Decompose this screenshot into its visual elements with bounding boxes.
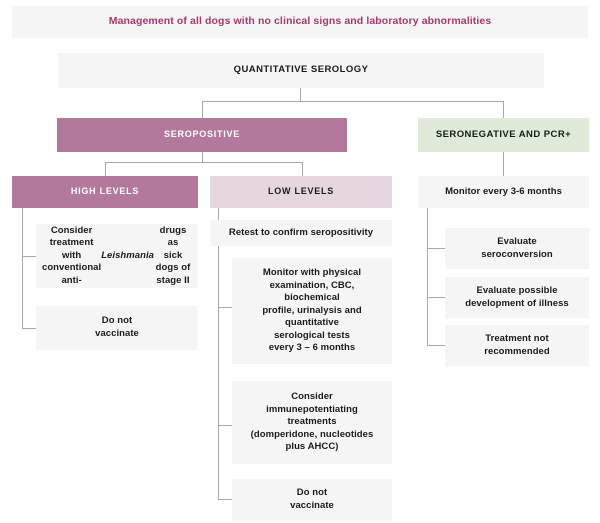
node-seronegative-pcr: SERONEGATIVE AND PCR+ (418, 118, 589, 152)
connector-to-seropositive (202, 101, 203, 118)
connector-low-stub-3 (218, 499, 232, 500)
node-monitor-every-3-6-months: Monitor every 3-6 months (418, 176, 589, 208)
connector-low-stub-1 (218, 307, 232, 308)
node-low-retest-seropositivity: Retest to confirm seropositivity (210, 220, 392, 246)
connector-root-bar (202, 101, 504, 102)
connector-to-high-levels (105, 162, 106, 176)
connector-negative-stub-2 (427, 297, 445, 298)
connector-low-spine (218, 246, 219, 499)
node-high-do-not-vaccinate: Do not vaccinate (36, 306, 198, 350)
connector-root-stem (300, 88, 301, 102)
connector-negative-stub-1 (427, 248, 445, 249)
node-low-immunepotentiating: Consider immunepotentiating treatments (… (232, 381, 392, 464)
connector-seropositive-stem (202, 152, 203, 162)
node-negative-treatment-not-recommended: Treatment not recommended (445, 325, 589, 366)
connector-high-stub-2 (22, 328, 36, 329)
node-low-monitor-physical-exam: Monitor with physical examination, CBC, … (232, 258, 392, 364)
connector-low-stub-2 (218, 425, 232, 426)
node-negative-evaluate-seroconversion: Evaluate seroconversion (445, 228, 589, 269)
connector-seropositive-bar (105, 162, 303, 163)
connector-negative-stub-3 (427, 345, 445, 346)
node-high-consider-treatment: Consider treatment with conventional ant… (36, 224, 198, 288)
connector-to-seronegative (503, 101, 504, 118)
connector-negative-spine (427, 208, 428, 345)
node-negative-evaluate-illness: Evaluate possible development of illness (445, 277, 589, 318)
node-low-do-not-vaccinate: Do not vaccinate (232, 479, 392, 521)
connector-high-stub-1 (22, 256, 36, 257)
node-low-levels: LOW LEVELS (210, 176, 392, 208)
node-quantitative-serology: QUANTITATIVE SEROLOGY (58, 53, 544, 88)
connector-low-levels-stem (218, 208, 219, 220)
connector-high-levels-spine (22, 208, 23, 328)
connector-to-low-levels (302, 162, 303, 176)
node-seropositive: SEROPOSITIVE (57, 118, 347, 152)
connector-seronegative-stem (503, 152, 504, 176)
node-high-levels: HIGH LEVELS (12, 176, 198, 208)
chart-title-banner: Management of all dogs with no clinical … (12, 6, 588, 38)
